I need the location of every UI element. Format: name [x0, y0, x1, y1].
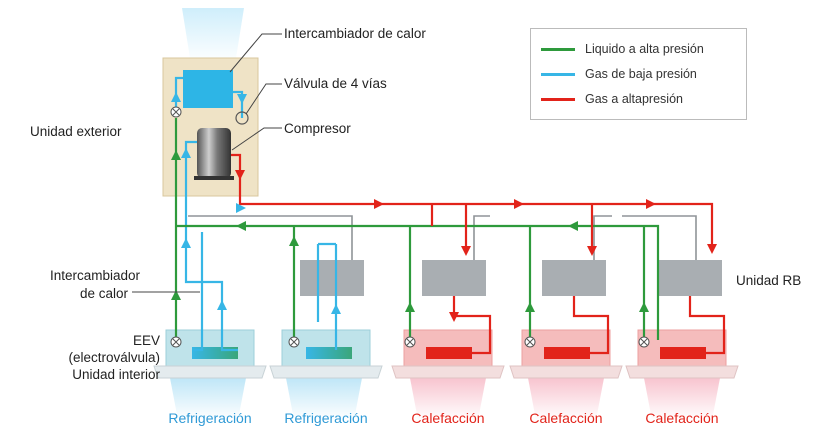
label-eev: EEV [132, 333, 160, 348]
legend-swatch-high-gas [541, 97, 575, 101]
label-compressor: Compresor [284, 121, 351, 136]
legend: Liquido a alta presión Gas de baja presi… [530, 28, 747, 120]
legend-label-low-gas: Gas de baja presión [585, 67, 697, 81]
label-eev-desc: (electroválvula) [68, 350, 160, 365]
mode-label-4: Calefacción [529, 410, 603, 426]
indoor-unit-3 [391, 329, 505, 379]
indoor-unit-2 [269, 329, 383, 379]
label-indoor-unit: Unidad interior [72, 367, 160, 382]
rb-unit-4 [658, 260, 722, 296]
flow-arrows [171, 92, 717, 322]
label-four-way-valve: Válvula de 4 vías [284, 76, 387, 91]
indoor-airflow-1 [170, 378, 246, 420]
rb-unit-2 [422, 260, 486, 296]
indoor-airflow-3 [410, 378, 486, 420]
rb-unit-3 [542, 260, 606, 296]
high-pressure-gas-pipes [231, 153, 726, 355]
label-rb-unit: Unidad RB [736, 273, 802, 288]
indoor-unit-4 [509, 329, 623, 379]
label-outdoor-unit: Unidad exterior [30, 124, 122, 139]
legend-item-high-gas: Gas a altapresión [541, 91, 683, 107]
mode-label-1: Refrigeración [168, 410, 252, 426]
indoor-unit-1 [153, 329, 267, 379]
indoor-airflow-5 [644, 378, 720, 420]
label-heat-exchanger-left-1: Intercambiador [49, 268, 140, 283]
outdoor-heat-exchanger [183, 70, 233, 108]
leader-lines [132, 33, 282, 293]
mode-label-2: Refrigeración [284, 410, 368, 426]
label-heat-exchanger-left-2: de calor [79, 286, 128, 301]
outdoor-airflow [182, 8, 244, 58]
indoor-unit-5 [625, 329, 739, 379]
legend-label-high-gas: Gas a altapresión [585, 92, 683, 106]
legend-label-liquid: Liquido a alta presión [585, 42, 704, 56]
rb-unit-1 [300, 260, 364, 296]
gray-pipes [188, 215, 697, 260]
low-pressure-gas-pipes [174, 76, 338, 352]
four-way-valve [235, 111, 249, 125]
legend-item-low-gas: Gas de baja presión [541, 66, 697, 82]
valve-crosses [172, 108, 648, 346]
legend-swatch-low-gas [541, 72, 575, 76]
compressor [197, 128, 231, 178]
label-heat-exchanger-top: Intercambiador de calor [284, 26, 426, 41]
legend-item-liquid: Liquido a alta presión [541, 41, 704, 57]
mode-label-5: Calefacción [645, 410, 719, 426]
indoor-airflow-2 [286, 378, 362, 420]
indoor-airflow-4 [528, 378, 604, 420]
mode-label-3: Calefacción [411, 410, 485, 426]
legend-swatch-liquid [541, 47, 575, 51]
